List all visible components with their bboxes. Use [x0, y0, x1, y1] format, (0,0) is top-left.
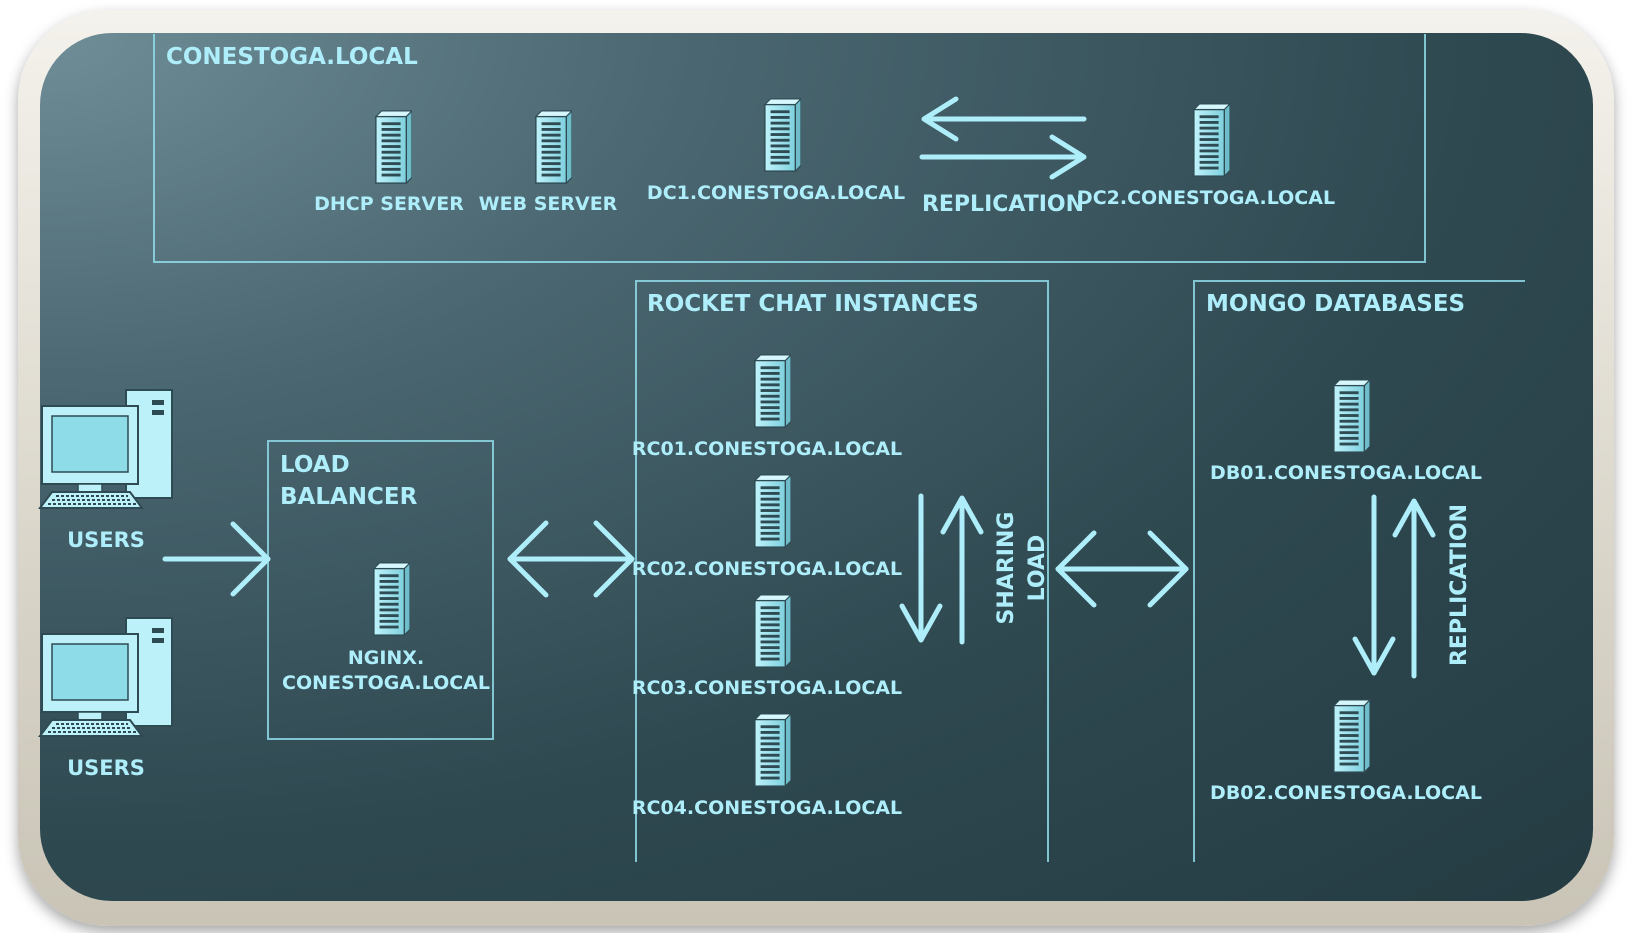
users-top-label: USERS: [67, 528, 145, 552]
rc03-label: RC03.CONESTOGA.LOCAL: [632, 677, 902, 699]
dhcp-server-icon: [375, 110, 412, 184]
load-balancer-title-line1: LOAD: [280, 452, 350, 478]
db01-server-icon: [1333, 379, 1370, 453]
users-bottom-label: USERS: [67, 756, 145, 780]
user-computer-top-icon: [39, 389, 173, 509]
nginx-label-line1: NGINX.: [348, 647, 424, 669]
rc01-label: RC01.CONESTOGA.LOCAL: [632, 438, 902, 460]
rc04-server-icon: [754, 713, 791, 787]
dhcp-server-label: DHCP SERVER: [314, 193, 464, 215]
replication-arrow-left-icon: [921, 96, 1087, 142]
db02-server-icon: [1333, 699, 1370, 773]
rocket-mongo-double-arrow-icon: [1055, 530, 1189, 608]
domain-group-frame: [153, 34, 1426, 263]
load-balancer-group-frame: [267, 440, 494, 740]
db02-label: DB02.CONESTOGA.LOCAL: [1210, 782, 1482, 804]
nginx-label-line2: CONESTOGA.LOCAL: [282, 672, 490, 694]
dc-replication-label: REPLICATION: [922, 192, 1084, 217]
sharing-label-line1: SHARING: [994, 512, 1019, 625]
rc04-label: RC04.CONESTOGA.LOCAL: [632, 797, 902, 819]
dc2-server-icon: [1193, 103, 1230, 177]
rocket-chat-title: ROCKET CHAT INSTANCES: [647, 291, 979, 317]
db-replication-arrow-down-icon: [1352, 494, 1396, 676]
dc2-server-label: DC2.CONESTOGA.LOCAL: [1077, 187, 1335, 209]
sharing-label-line2: LOAD: [1025, 535, 1050, 602]
db-replication-arrow-up-icon: [1392, 498, 1436, 679]
rc03-server-icon: [754, 594, 791, 668]
load-balancer-title-line2: BALANCER: [280, 484, 418, 510]
replication-arrow-right-icon: [919, 134, 1087, 180]
sharing-arrow-down-icon: [899, 493, 943, 643]
rc02-label: RC02.CONESTOGA.LOCAL: [632, 558, 902, 580]
user-computer-bottom-icon: [39, 617, 173, 737]
rocket-chat-group-frame: [635, 280, 1049, 862]
sharing-arrow-up-icon: [940, 495, 984, 645]
users-to-lb-arrow-icon: [162, 521, 271, 597]
rc02-server-icon: [754, 474, 791, 548]
domain-title: CONESTOGA.LOCAL: [166, 44, 418, 70]
dc1-server-icon: [764, 98, 801, 172]
mongo-title: MONGO DATABASES: [1206, 291, 1465, 317]
db-replication-label: REPLICATION: [1447, 504, 1472, 666]
web-server-icon: [535, 110, 572, 184]
dc1-server-label: DC1.CONESTOGA.LOCAL: [647, 182, 905, 204]
web-server-label: WEB SERVER: [479, 193, 618, 215]
nginx-server-icon: [373, 562, 410, 636]
mongo-group-frame: [1193, 280, 1525, 862]
db01-label: DB01.CONESTOGA.LOCAL: [1210, 462, 1482, 484]
lb-rocket-double-arrow-icon: [507, 520, 635, 598]
rc01-server-icon: [754, 354, 791, 428]
